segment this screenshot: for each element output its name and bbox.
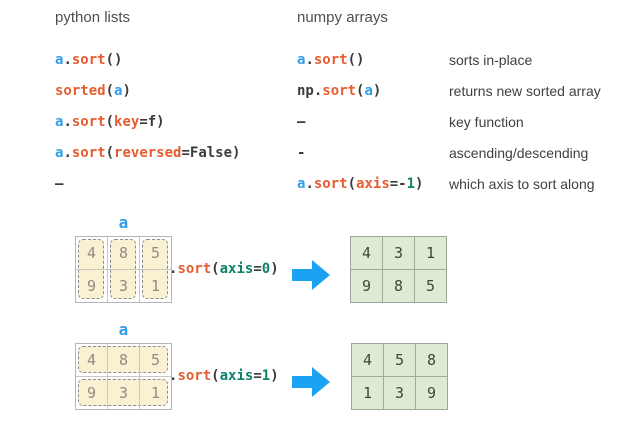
code-token: a	[364, 83, 373, 99]
code-sort-axis1-label: .sort(axis=1)	[169, 343, 279, 410]
code-token: 1	[406, 176, 416, 192]
code-token: =	[253, 261, 262, 277]
dashed-selection-box	[78, 379, 168, 406]
code-token: sort	[71, 145, 106, 161]
matrix-cell: 5	[415, 270, 446, 302]
code-token: =	[253, 368, 262, 384]
dashed-selection-box	[78, 346, 168, 373]
code-token: 1	[261, 368, 271, 384]
code-token: a	[55, 145, 64, 161]
code-token: sort	[71, 52, 106, 68]
code-token: )	[270, 368, 279, 384]
code-token: axis	[219, 368, 254, 384]
matrix-cell: 3	[383, 237, 414, 269]
code-token: key	[114, 114, 140, 130]
desc-which-axis: which axis to sort along	[449, 176, 595, 192]
code-token: –	[297, 114, 306, 130]
matrix-cell: 1	[352, 377, 383, 409]
right-arrow-icon	[292, 260, 330, 290]
code-python-sort: a.sort()	[55, 52, 122, 69]
code-token: a	[297, 52, 306, 68]
code-token: reversed	[114, 145, 182, 161]
desc-key-function: key function	[449, 114, 524, 130]
code-token: (	[105, 83, 115, 99]
code-token: –	[55, 176, 64, 192]
dash-no-numpy-equivalent: –	[297, 114, 305, 131]
code-token: .	[169, 261, 178, 277]
code-token: sorted	[55, 83, 106, 99]
matrix-cell: 3	[384, 377, 415, 409]
code-token: (	[356, 83, 365, 99]
desc-sorts-in-place: sorts in-place	[449, 52, 533, 68]
code-sort-axis0: .sort(axis=0)	[169, 261, 279, 278]
code-python-sort-reversed: a.sort(reversed=False)	[55, 145, 240, 162]
code-token: .	[63, 145, 72, 161]
matrix-cell: 9	[351, 270, 382, 302]
code-token: (	[105, 114, 115, 130]
code-token: sort	[313, 176, 348, 192]
code-token: ()	[347, 52, 365, 68]
dash-no-python-equivalent: –	[55, 176, 63, 193]
code-token: np.	[297, 83, 323, 99]
code-token: =f)	[139, 114, 165, 130]
code-token: axis	[356, 176, 390, 192]
code-numpy-sort-axis: a.sort(axis=-1)	[297, 176, 423, 193]
dash-no-numpy-equivalent: -	[297, 145, 305, 162]
code-token: )	[122, 83, 131, 99]
code-token: a	[55, 52, 64, 68]
code-python-sorted: sorted(a)	[55, 83, 131, 100]
code-token: -	[297, 145, 306, 161]
code-token: .	[63, 114, 72, 130]
grid-line	[76, 269, 171, 270]
code-token: (	[211, 368, 220, 384]
code-token: .	[305, 52, 314, 68]
code-python-sort-key: a.sort(key=f)	[55, 114, 165, 131]
desc-ascending-descending: ascending/descending	[449, 145, 589, 161]
desc-returns-new-array: returns new sorted array	[449, 83, 601, 99]
code-token: (	[347, 176, 357, 192]
matrix-cell: 9	[416, 377, 447, 409]
code-token: (	[211, 261, 220, 277]
grid-line	[76, 376, 171, 377]
matrix-cell: 8	[383, 270, 414, 302]
code-token: sort	[177, 368, 212, 384]
code-token: sort	[177, 261, 212, 277]
code-numpy-npsort: np.sort(a)	[297, 83, 381, 100]
code-token: )	[270, 261, 279, 277]
array-label-a: a	[118, 320, 129, 339]
code-token: .	[305, 176, 314, 192]
matrix-cell: 5	[384, 344, 415, 376]
matrix-cell: 4	[352, 344, 383, 376]
array-label-a: a	[118, 213, 129, 232]
code-token: sort	[313, 52, 348, 68]
code-token: sort	[71, 114, 106, 130]
code-sort-axis1: .sort(axis=1)	[169, 368, 279, 385]
code-token: .	[169, 368, 178, 384]
code-token: a	[55, 114, 64, 130]
matrix-cell: 1	[415, 237, 446, 269]
code-sort-axis0-label: .sort(axis=0)	[169, 236, 279, 303]
right-arrow-icon	[292, 367, 330, 397]
code-token: (	[105, 145, 115, 161]
code-token: .	[63, 52, 72, 68]
code-token: 0	[261, 261, 271, 277]
code-token: )	[372, 83, 382, 99]
code-token: =-	[389, 176, 407, 192]
code-token: ()	[105, 52, 123, 68]
code-token: a	[297, 176, 306, 192]
column-header-numpy-arrays: numpy arrays	[297, 9, 388, 26]
code-numpy-sort: a.sort()	[297, 52, 364, 69]
code-token: =False)	[181, 145, 241, 161]
matrix-cell: 8	[416, 344, 447, 376]
code-token: )	[415, 176, 424, 192]
column-header-python-lists: python lists	[55, 9, 131, 26]
code-token: axis	[219, 261, 254, 277]
matrix-cell: 4	[351, 237, 382, 269]
code-token: a	[114, 83, 123, 99]
code-token: sort	[322, 83, 357, 99]
